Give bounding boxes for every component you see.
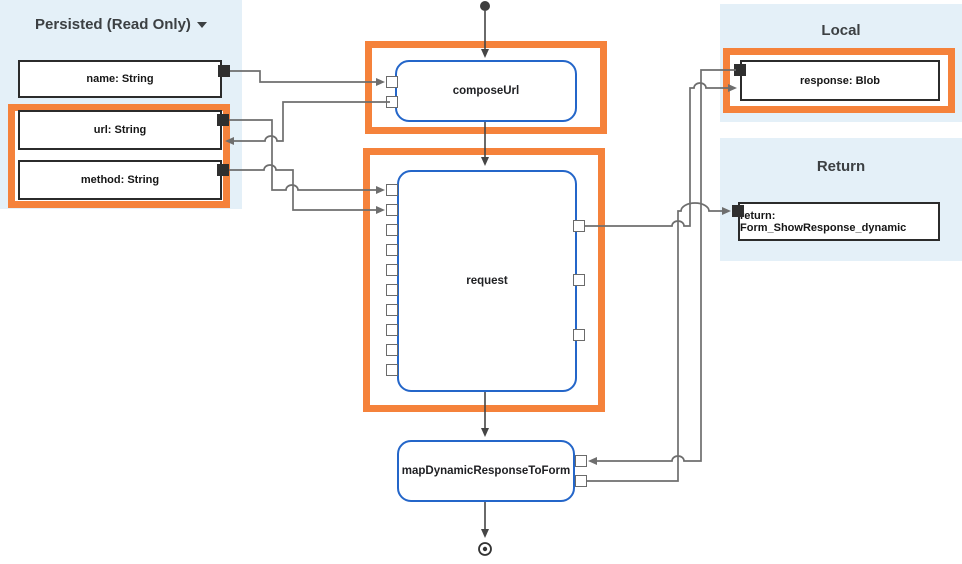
port-request-in-10[interactable]: [386, 364, 398, 376]
port-return-in[interactable]: [732, 205, 744, 217]
panel-persisted-header[interactable]: Persisted (Read Only): [0, 16, 242, 33]
node-composeurl[interactable]: composeUrl: [395, 60, 577, 122]
port-request-out-1[interactable]: [573, 220, 585, 232]
port-request-in-9[interactable]: [386, 344, 398, 356]
port-request-in-7[interactable]: [386, 304, 398, 316]
node-mapdynamicresponsetoform[interactable]: mapDynamicResponseToForm: [397, 440, 575, 502]
start-node[interactable]: [480, 1, 490, 11]
arrowhead: [481, 529, 489, 538]
port-composeurl-in-1[interactable]: [386, 76, 398, 88]
variable-return-label: return: Form_ShowResponse_dynamic: [740, 209, 907, 234]
variable-return[interactable]: return: Form_ShowResponse_dynamic: [738, 202, 940, 241]
wire-url-to-request[interactable]: [229, 119, 385, 194]
node-mapdynamicresponsetoform-label: mapDynamicResponseToForm: [401, 465, 571, 477]
flow-edge-start-to-composeurl[interactable]: [480, 1, 490, 58]
panel-return-title: Return: [816, 158, 866, 175]
panel-local-title: Local: [821, 22, 861, 39]
port-name-out[interactable]: [218, 65, 230, 77]
variable-response-label: response: Blob: [799, 74, 881, 87]
arrowhead: [588, 457, 597, 465]
wire-request-to-response[interactable]: [585, 82, 737, 227]
node-request-label: request: [466, 275, 508, 287]
variable-response[interactable]: response: Blob: [740, 60, 940, 101]
port-request-in-2[interactable]: [386, 204, 398, 216]
node-request[interactable]: request: [397, 170, 577, 392]
port-map-in-1[interactable]: [575, 455, 587, 467]
wire-name-to-composeurl[interactable]: [230, 70, 385, 86]
port-request-in-4[interactable]: [386, 244, 398, 256]
wire-map-to-return[interactable]: [587, 202, 731, 482]
wire-response-to-map[interactable]: [588, 69, 736, 465]
port-request-in-5[interactable]: [386, 264, 398, 276]
variable-url-label: url: String: [93, 124, 147, 136]
panel-return: Return: [720, 138, 962, 261]
flow-edge-map-to-end[interactable]: [478, 502, 492, 556]
panel-persisted-title: Persisted (Read Only): [35, 16, 191, 33]
end-node-dot: [482, 546, 488, 552]
variable-method-label: method: String: [80, 174, 160, 186]
node-composeurl-label: composeUrl: [452, 85, 520, 97]
variable-url[interactable]: url: String: [18, 110, 222, 150]
end-node[interactable]: [478, 542, 492, 556]
variable-name[interactable]: name: String: [18, 60, 222, 98]
port-url-out[interactable]: [217, 114, 229, 126]
chevron-down-icon: [196, 22, 207, 28]
port-request-in-1[interactable]: [386, 184, 398, 196]
port-request-in-6[interactable]: [386, 284, 398, 296]
variable-name-label: name: String: [86, 73, 154, 85]
port-method-out[interactable]: [217, 164, 229, 176]
arrowhead: [481, 428, 489, 437]
port-request-out-2[interactable]: [573, 274, 585, 286]
variable-method[interactable]: method: String: [18, 160, 222, 200]
port-map-out-1[interactable]: [575, 475, 587, 487]
port-request-in-3[interactable]: [386, 224, 398, 236]
port-request-out-3[interactable]: [573, 329, 585, 341]
port-request-in-8[interactable]: [386, 324, 398, 336]
